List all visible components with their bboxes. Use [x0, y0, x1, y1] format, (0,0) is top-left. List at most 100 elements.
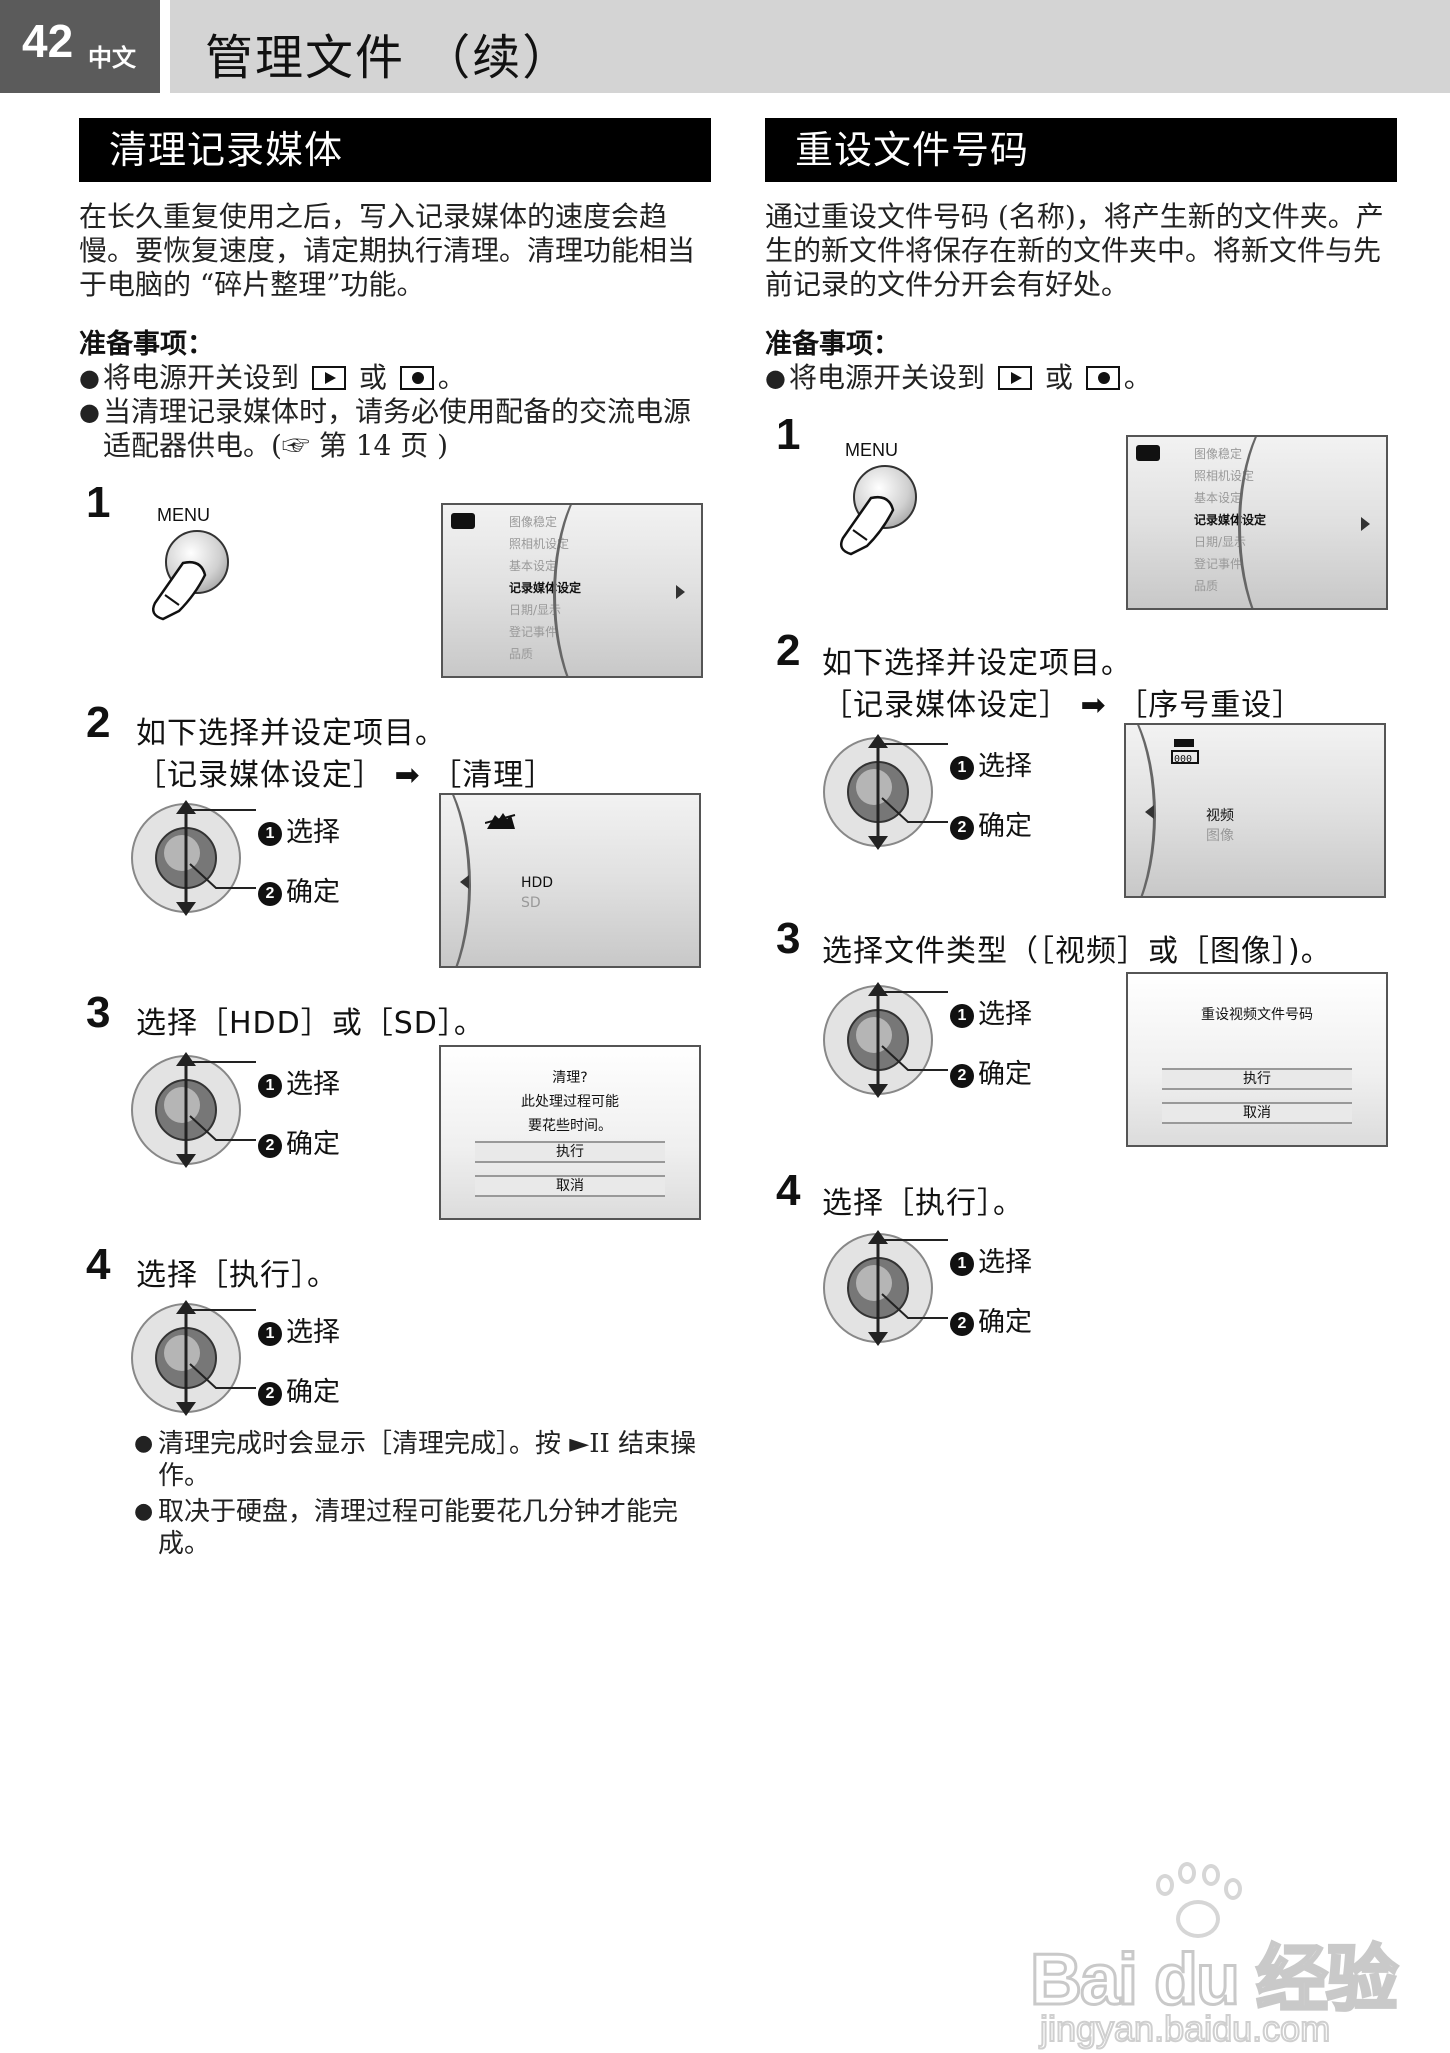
cancel-option: 取消 [475, 1175, 665, 1197]
quality-icon [1168, 578, 1184, 594]
tools-icon [1168, 490, 1184, 506]
play-mode-icon [997, 366, 1032, 390]
prep-heading: 准备事项： [79, 329, 214, 360]
page-header: 42 中文 管理文件 （续） [0, 0, 1450, 93]
section-title-reset: 重设文件号码 [765, 118, 1397, 182]
clean-confirm-dialog: 清理? 此处理过程可能 要花些时间。 执行 取消 [439, 1045, 701, 1220]
menu-item-event: 登记事件 [451, 621, 581, 643]
menu-item-stabilizer: 图像稳定 [451, 511, 581, 533]
arrow-right-icon [1361, 517, 1370, 531]
section-title-clean: 清理记录媒体 [79, 118, 711, 182]
camera-settings-icon [483, 536, 499, 552]
page-number-box: 42 中文 [0, 0, 160, 93]
reset-screen: 000 视频 图像 [1124, 723, 1386, 898]
step-path: ［记录媒体设定］ ➡ ［序号重设］ [822, 688, 1304, 723]
dialog-line-3: 要花些时间。 [528, 1118, 612, 1134]
menu-list: 图像稳定 照相机设定 基本设定 记录媒体设定 日期/显示 登记事件 品质 [451, 511, 581, 665]
step-number: 3 [776, 914, 801, 963]
step-instruction: 选择［执行］。 [822, 1186, 1024, 1221]
event-icon [483, 624, 499, 640]
menu-item-basic: 基本设定 [451, 555, 581, 577]
reset-confirm-dialog: 重设视频文件号码 执行 取消 [1126, 972, 1388, 1147]
page-number: 42 [22, 15, 74, 67]
menu-item-camera: 照相机设定 [1136, 465, 1266, 487]
dialog-line-1: 清理? [552, 1070, 588, 1086]
screen-arc [441, 795, 471, 966]
menu-button-illustration: MENU [135, 505, 245, 625]
screen-arc [1126, 725, 1156, 896]
menu-screen-right: 图像稳定 照相机设定 基本设定 记录媒体设定 日期/显示 登记事件 品质 [1126, 435, 1388, 610]
step-instruction: 选择文件类型（［视频］或［图像］)。 [822, 934, 1332, 969]
step-number: 1 [86, 478, 111, 527]
quality-icon [483, 646, 499, 662]
joystick-icon [131, 800, 256, 916]
clock-icon [1168, 534, 1184, 550]
record-mode-icon [399, 366, 434, 390]
svg-text:000: 000 [1174, 754, 1192, 765]
step-number: 2 [86, 698, 111, 747]
step-instruction: 选择［HDD］或［SD］。 [136, 1006, 485, 1041]
arrow-left-icon [460, 875, 469, 889]
cancel-option: 取消 [1162, 1102, 1352, 1124]
menu-item-date: 日期/显示 [1136, 531, 1266, 553]
header-title-bar [170, 0, 1450, 93]
stabilizer-icon [483, 514, 499, 530]
menu-button-illustration: MENU [823, 440, 933, 560]
left-column: 清理记录媒体 在长久重复使用之后，写入记录媒体的速度会趋慢。要恢复速度，请定期执… [79, 118, 711, 463]
arrow-left-icon [1145, 805, 1154, 819]
step-number: 1 [776, 410, 801, 459]
menu-label: MENU [845, 440, 898, 460]
right-column: 重设文件号码 通过重设文件号码 (名称)，将产生新的文件夹。产生的新文件将保存在… [765, 118, 1397, 395]
play-mode-icon [311, 366, 346, 390]
finger-icon [840, 496, 895, 556]
joystick-icon [823, 734, 948, 850]
watermark-brand: Bai du 经验 [1028, 1939, 1399, 2022]
prep-item-power: ●将电源开关设到 或 。 [765, 361, 1152, 394]
option-video: 视频 [1206, 808, 1234, 824]
execute-option: 执行 [1162, 1068, 1352, 1090]
page-title: 管理文件 （续） [205, 30, 573, 86]
execute-option: 执行 [475, 1141, 665, 1163]
menu-item-date: 日期/显示 [451, 599, 581, 621]
menu-item-event: 登记事件 [1136, 553, 1266, 575]
intro-clean: 在长久重复使用之后，写入记录媒体的速度会趋慢。要恢复速度，请定期执行清理。清理功… [79, 200, 696, 301]
arrow-right-icon [676, 585, 685, 599]
menu-item-basic: 基本设定 [1136, 487, 1266, 509]
menu-screen-left: 图像稳定 照相机设定 基本设定 记录媒体设定 日期/显示 登记事件 品质 [441, 503, 703, 678]
menu-label: MENU [157, 505, 210, 525]
note-duration: ●取决于硬盘，清理过程可能要花几分钟才能完成。 [134, 1497, 679, 1559]
menu-item-quality: 品质 [1136, 575, 1266, 597]
screen-arc [553, 505, 673, 676]
camera-settings-icon [1168, 468, 1184, 484]
dialog-line-2: 此处理过程可能 [521, 1094, 619, 1110]
dialog-line-1: 重设视频文件号码 [1201, 1007, 1313, 1023]
step-number: 3 [86, 988, 111, 1037]
step-instruction: 如下选择并设定项目。 [136, 716, 446, 751]
notes: ●清理完成时会显示［清理完成］。按 ►II 结束操作。 ●取决于硬盘，清理过程可… [134, 1428, 704, 1560]
camera-icon [1136, 445, 1160, 461]
paw-logo-icon [1140, 1860, 1250, 1960]
joystick-icon [131, 1052, 256, 1168]
joystick-icon [823, 1230, 948, 1346]
option-sd: SD [521, 895, 541, 911]
camera-icon [451, 513, 475, 529]
menu-item-quality: 品质 [451, 643, 581, 665]
file-number-reset-icon: 000 [1171, 739, 1199, 765]
language-label: 中文 [88, 44, 136, 72]
tools-icon [483, 558, 499, 574]
